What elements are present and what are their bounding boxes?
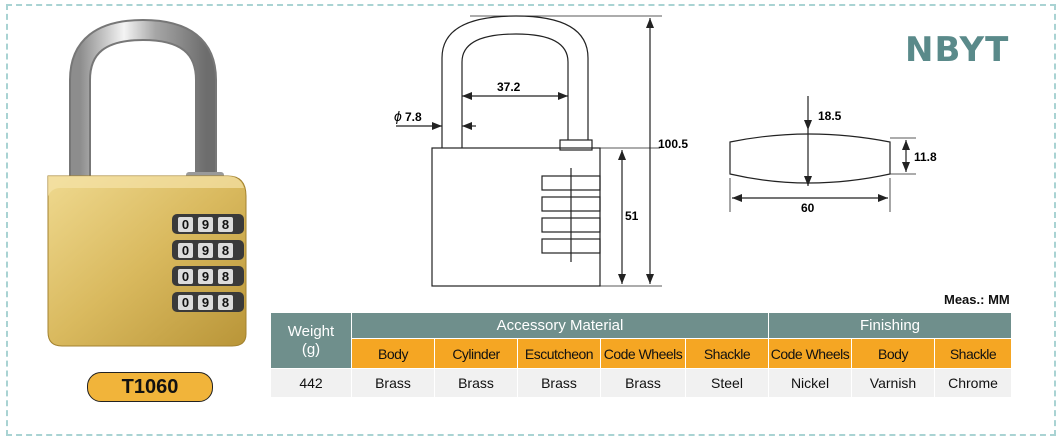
dial-digit-face bbox=[198, 243, 213, 258]
dial-digit: 9 bbox=[202, 295, 209, 310]
diameter-symbol: ϕ bbox=[394, 108, 402, 124]
col-finishing-code-wheels: Code Wheels bbox=[768, 338, 852, 369]
spec-value-row: 442 Brass Brass Brass Brass Steel Nickel… bbox=[270, 368, 1012, 398]
dial-digit: 8 bbox=[222, 217, 229, 232]
weight-header-unit: (g) bbox=[301, 340, 321, 358]
value-finishing-shackle: Chrome bbox=[934, 368, 1012, 398]
value-finishing-body: Varnish bbox=[851, 368, 935, 398]
weight-header: Weight (g) bbox=[270, 312, 352, 369]
spec-subheader-row: Body Cylinder Escutcheon Code Wheels Sha… bbox=[271, 338, 1012, 369]
dial-digit: 8 bbox=[222, 295, 229, 310]
col-accessory-code-wheels: Code Wheels bbox=[600, 338, 686, 369]
dial-digit-face bbox=[218, 243, 233, 258]
value-accessory-code-wheels: Brass bbox=[600, 368, 686, 398]
spec-table: Weight (g) Accessory Material Finishing … bbox=[270, 312, 1012, 398]
dial-digit-face bbox=[218, 295, 233, 310]
value-accessory-escutcheon: Brass bbox=[517, 368, 601, 398]
value-finishing-code-wheels: Nickel bbox=[768, 368, 852, 398]
dial-digit: 8 bbox=[222, 269, 229, 284]
dial-digit-face bbox=[178, 295, 193, 310]
dial-digit: 0 bbox=[182, 243, 189, 258]
dial-digit: 8 bbox=[222, 243, 229, 258]
value-accessory-shackle: Steel bbox=[685, 368, 769, 398]
dial-digit: 0 bbox=[182, 217, 189, 232]
col-accessory-cylinder: Cylinder bbox=[434, 338, 518, 369]
dim-shackle-inner-width: 37.2 bbox=[497, 80, 521, 94]
col-finishing-body: Body bbox=[851, 338, 935, 369]
dial-digit-face bbox=[178, 217, 193, 232]
weight-header-label: Weight bbox=[287, 322, 335, 340]
drawing-front-view bbox=[396, 15, 662, 287]
dial-digit: 0 bbox=[182, 295, 189, 310]
accessory-material-header: Accessory Material bbox=[351, 312, 769, 339]
col-finishing-shackle: Shackle bbox=[934, 338, 1012, 369]
spec-header-row: Weight (g) Accessory Material Finishing bbox=[270, 312, 1012, 369]
dial-digit-face bbox=[198, 269, 213, 284]
drawing-side-view bbox=[729, 96, 916, 212]
dial-digit-face bbox=[178, 243, 193, 258]
dial-digit: 9 bbox=[202, 243, 209, 258]
drawing-arrows bbox=[432, 18, 654, 284]
dial-digit: 9 bbox=[202, 217, 209, 232]
measurement-unit: Meas.: MM bbox=[944, 292, 1010, 307]
dial-digit-face bbox=[178, 269, 193, 284]
model-badge: T1060 bbox=[87, 372, 213, 402]
dim-body-thickness: 11.8 bbox=[914, 150, 937, 164]
dial-digit-face bbox=[218, 269, 233, 284]
dial-digit: 0 bbox=[182, 269, 189, 284]
page-frame bbox=[6, 4, 1056, 436]
col-accessory-shackle: Shackle bbox=[685, 338, 769, 369]
value-accessory-body: Brass bbox=[351, 368, 435, 398]
dial-digit: 9 bbox=[202, 269, 209, 284]
dim-body-height: 51 bbox=[625, 209, 639, 223]
padlock-shackle bbox=[69, 18, 217, 180]
dim-body-length: 60 bbox=[801, 201, 815, 215]
dim-shackle-diameter: 7.8 bbox=[405, 110, 422, 124]
dim-total-height: 100.5 bbox=[658, 137, 688, 151]
col-accessory-escutcheon: Escutcheon bbox=[517, 338, 601, 369]
dial-digit-face bbox=[198, 217, 213, 232]
finishing-header: Finishing bbox=[768, 312, 1012, 339]
dim-side-depth: 18.5 bbox=[818, 109, 842, 123]
dial-digit-face bbox=[218, 217, 233, 232]
side-view-arrows bbox=[732, 120, 910, 202]
dial-digit-face bbox=[198, 295, 213, 310]
brand-logo: NBYT bbox=[905, 30, 1010, 70]
col-accessory-body: Body bbox=[351, 338, 435, 369]
weight-value: 442 bbox=[270, 368, 352, 398]
value-accessory-cylinder: Brass bbox=[434, 368, 518, 398]
